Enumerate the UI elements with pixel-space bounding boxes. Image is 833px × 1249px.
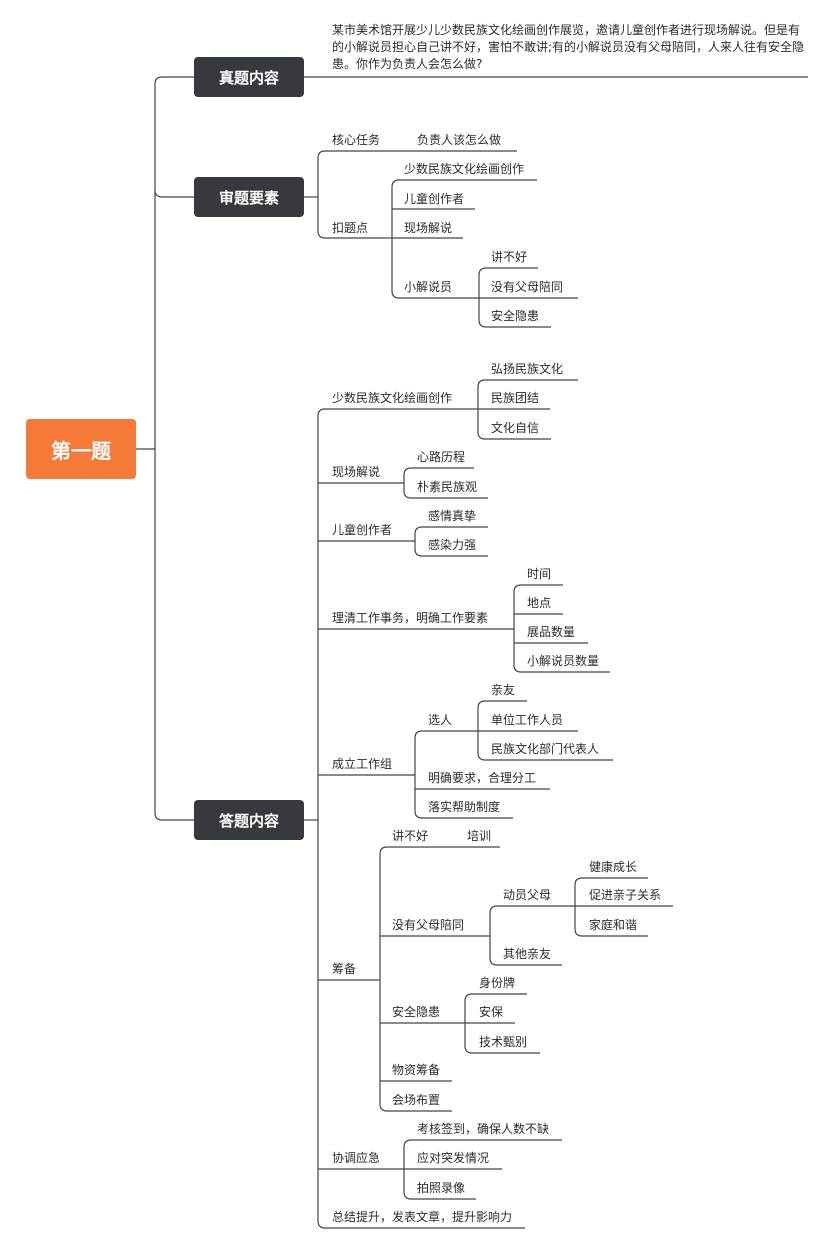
node-a4b[interactable]: 地点 — [527, 596, 552, 610]
node-a6b2[interactable]: 其他亲友 — [503, 947, 552, 961]
node-core-task[interactable]: 核心任务 — [332, 133, 381, 147]
node-a7a[interactable]: 考核签到，确保人数不缺 — [417, 1122, 550, 1136]
node-a5c[interactable]: 落实帮助制度 — [428, 800, 501, 814]
node-a6a[interactable]: 讲不好 — [392, 829, 429, 843]
node-a4d[interactable]: 小解说员数量 — [527, 654, 600, 668]
node-a5a[interactable]: 选人 — [428, 713, 453, 727]
node-core-task-answer[interactable]: 负责人该怎么做 — [417, 133, 502, 147]
node-shenti-elements[interactable]: 审题要素 — [194, 177, 304, 217]
node-a6c[interactable]: 安全隐患 — [392, 1005, 441, 1019]
root-node[interactable]: 第一题 — [26, 419, 136, 479]
node-a3[interactable]: 儿童创作者 — [332, 523, 393, 537]
node-a1a[interactable]: 弘扬民族文化 — [491, 362, 564, 376]
node-a6e[interactable]: 会场布置 — [392, 1093, 441, 1107]
node-a6a1[interactable]: 培训 — [467, 829, 492, 843]
node-kou-4c[interactable]: 安全隐患 — [491, 309, 540, 323]
node-a5a1[interactable]: 亲友 — [491, 683, 516, 697]
node-a6[interactable]: 筹备 — [332, 962, 357, 976]
node-kou-3[interactable]: 现场解说 — [404, 221, 453, 235]
node-a5a3[interactable]: 民族文化部门代表人 — [491, 742, 600, 756]
node-a6c1[interactable]: 身份牌 — [479, 976, 516, 990]
node-a6c3[interactable]: 技术甄别 — [479, 1035, 528, 1049]
node-a5a2[interactable]: 单位工作人员 — [491, 713, 564, 727]
node-a6d[interactable]: 物资筹备 — [392, 1063, 441, 1077]
node-a5b[interactable]: 明确要求，合理分工 — [428, 771, 537, 785]
node-kou-4b[interactable]: 没有父母陪同 — [491, 280, 564, 294]
node-a2b[interactable]: 朴素民族观 — [417, 480, 478, 494]
node-a6c2[interactable]: 安保 — [479, 1005, 504, 1019]
node-a6b1a[interactable]: 健康成长 — [589, 860, 638, 874]
node-a1b[interactable]: 民族团结 — [491, 391, 540, 405]
node-a6b1c[interactable]: 家庭和谐 — [589, 918, 638, 932]
node-a2[interactable]: 现场解说 — [332, 465, 381, 479]
node-a4[interactable]: 理清工作事务，明确工作要素 — [332, 611, 489, 625]
node-dati-content[interactable]: 答题内容 — [194, 800, 304, 840]
node-kou-ti-dian[interactable]: 扣题点 — [332, 221, 369, 235]
node-a3a[interactable]: 感情真挚 — [428, 509, 477, 523]
node-a4c[interactable]: 展品数量 — [527, 625, 576, 639]
node-a6b1b[interactable]: 促进亲子关系 — [589, 888, 662, 902]
node-kou-2[interactable]: 儿童创作者 — [404, 192, 465, 206]
node-a3b[interactable]: 感染力强 — [428, 538, 477, 552]
node-a6b1[interactable]: 动员父母 — [503, 888, 552, 902]
node-a7c[interactable]: 拍照录像 — [417, 1181, 466, 1195]
node-a8[interactable]: 总结提升，发表文章，提升影响力 — [332, 1210, 513, 1224]
node-kou-4[interactable]: 小解说员 — [404, 280, 453, 294]
node-a6b[interactable]: 没有父母陪同 — [392, 918, 465, 932]
node-a1[interactable]: 少数民族文化绘画创作 — [332, 391, 453, 405]
node-kou-4a[interactable]: 讲不好 — [491, 250, 528, 264]
node-a4a[interactable]: 时间 — [527, 567, 552, 581]
question-text: 某市美术馆开展少儿少数民族文化绘画创作展览，邀请儿童创作者进行现场解说。但是有的… — [332, 23, 805, 71]
node-kou-1[interactable]: 少数民族文化绘画创作 — [404, 162, 525, 176]
node-a7b[interactable]: 应对突发情况 — [417, 1151, 490, 1165]
node-zhenti-content[interactable]: 真题内容 — [194, 57, 304, 97]
node-a1c[interactable]: 文化自信 — [491, 421, 540, 435]
node-a7[interactable]: 协调应急 — [332, 1151, 381, 1165]
node-a2a[interactable]: 心路历程 — [417, 450, 466, 464]
node-a5[interactable]: 成立工作组 — [332, 757, 393, 771]
